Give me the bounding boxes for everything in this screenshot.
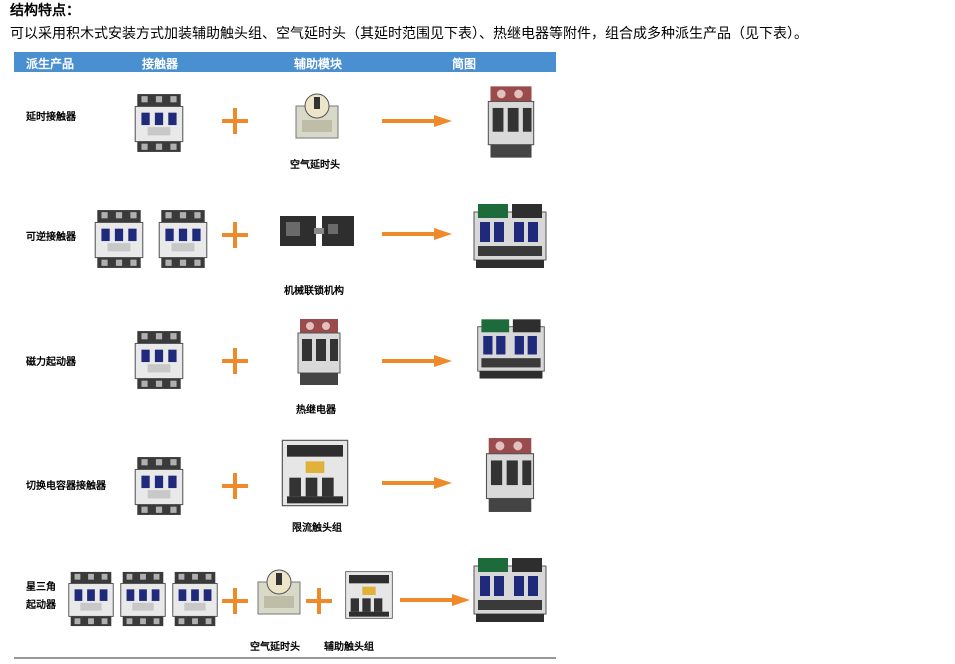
row-label: 可逆接触器 [26,232,76,243]
arrow-icon [382,228,452,240]
row-label: 磁力起动器 [26,357,76,368]
table-row: 可逆接触器 机械联锁机构 [14,200,556,310]
air-timer-image [254,568,304,618]
plus-icon [222,473,248,499]
module-caption: 机械联锁机构 [284,286,344,297]
contactor-image [170,570,220,628]
plus-icon [222,222,248,248]
current-limit-contact-image [280,437,350,509]
capacitor-contactor-diagram [482,435,538,515]
table-bottom-rule [14,657,556,659]
header-aux-module: 辅助模块 [294,57,343,71]
header-contactor: 接触器 [142,57,179,71]
reversing-contactor-diagram [470,200,550,270]
row-label-line1: 星三角 [26,582,56,593]
contactor-image [156,208,210,270]
plus-icon [222,588,248,614]
timer-contactor-diagram [484,84,538,160]
row-label: 切换电容器接触器 [26,481,106,492]
contactor-image [132,455,186,517]
arrow-icon [382,115,452,127]
section-description: 可以采用积木式安装方式加装辅助触头组、空气延时头（其延时范围见下表）、热继电器等… [10,26,808,42]
table-row: 切换电容器接触器 限流触头组 [14,435,556,545]
row-label: 延时接触器 [26,112,76,123]
thermal-relay-image [294,315,344,389]
arrow-icon [400,594,470,606]
section-title: 结构特点： [10,3,80,19]
interlock-image [278,208,358,252]
magnetic-starter-diagram [474,315,548,381]
contactor-image [92,208,146,270]
table-row: 磁力起动器 热继电器 [14,315,556,425]
row-label-line2: 起动器 [26,600,56,611]
table-row: 延时接触器 空气延时头 [14,80,556,190]
contactor-image [132,92,186,154]
header-diagram: 简图 [452,57,477,71]
module-caption: 辅助触头组 [324,642,374,653]
contactor-image [118,570,168,628]
module-caption: 限流触头组 [292,523,342,534]
table-header: 派生产品 接触器 辅助模块 简图 [14,52,556,72]
arrow-icon [382,477,452,489]
contactor-image [132,329,186,391]
table-row: 星三角 起动器 空气延时头 辅助触头组 [14,552,556,656]
arrow-icon [382,355,452,367]
plus-icon [222,348,248,374]
aux-contact-image [344,566,394,624]
air-timer-image [292,92,342,142]
module-caption: 空气延时头 [290,160,340,171]
header-derived-product: 派生产品 [26,57,75,71]
star-delta-starter-diagram [470,554,550,624]
module-caption: 热继电器 [296,405,336,416]
plus-icon [222,108,248,134]
contactor-image [66,570,116,628]
plus-icon [306,588,332,614]
module-caption: 空气延时头 [250,642,300,653]
